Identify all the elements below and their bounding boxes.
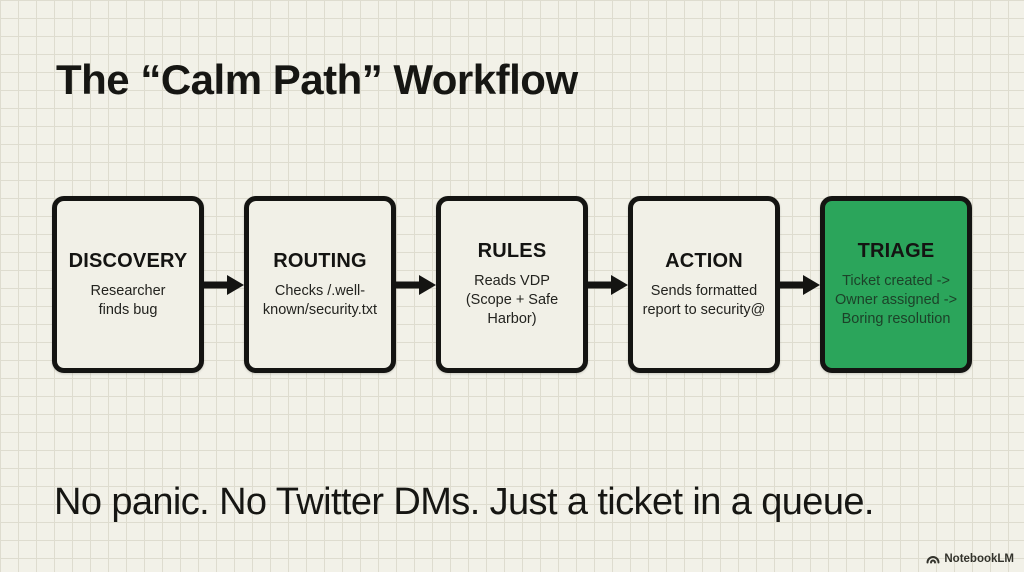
step-routing: ROUTING Checks /.well- known/security.tx… <box>244 196 396 373</box>
flow-arrow-icon <box>396 196 436 373</box>
step-title: ACTION <box>665 249 743 272</box>
notebooklm-logo-icon <box>926 556 940 564</box>
step-description: Reads VDP (Scope + Safe Harbor) <box>465 273 559 327</box>
step-action: ACTION Sends formatted report to securit… <box>628 196 780 373</box>
flow-arrow-icon <box>204 196 244 373</box>
step-title: RULES <box>477 240 547 263</box>
watermark: NotebookLM <box>926 553 1014 565</box>
step-triage: TRIAGE Ticket created -> Owner assigned … <box>820 196 972 373</box>
step-title: TRIAGE <box>857 240 935 263</box>
step-description: Researcher finds bug <box>90 282 166 318</box>
step-description: Checks /.well- known/security.txt <box>262 282 378 318</box>
step-rules: RULES Reads VDP (Scope + Safe Harbor) <box>436 196 588 373</box>
step-title: ROUTING <box>273 249 367 272</box>
step-description: Sends formatted report to security@ <box>642 282 766 318</box>
page-title: The “Calm Path” Workflow <box>56 56 578 103</box>
flow-arrow-icon <box>780 196 820 373</box>
workflow-diagram: DISCOVERY Researcher finds bug ROUTING C… <box>52 196 972 373</box>
step-discovery: DISCOVERY Researcher finds bug <box>52 196 204 373</box>
watermark-label: NotebookLM <box>944 553 1014 565</box>
step-description: Ticket created -> Owner assigned -> Bori… <box>834 273 958 327</box>
tagline: No panic. No Twitter DMs. Just a ticket … <box>54 481 874 523</box>
step-title: DISCOVERY <box>68 249 188 272</box>
flow-arrow-icon <box>588 196 628 373</box>
